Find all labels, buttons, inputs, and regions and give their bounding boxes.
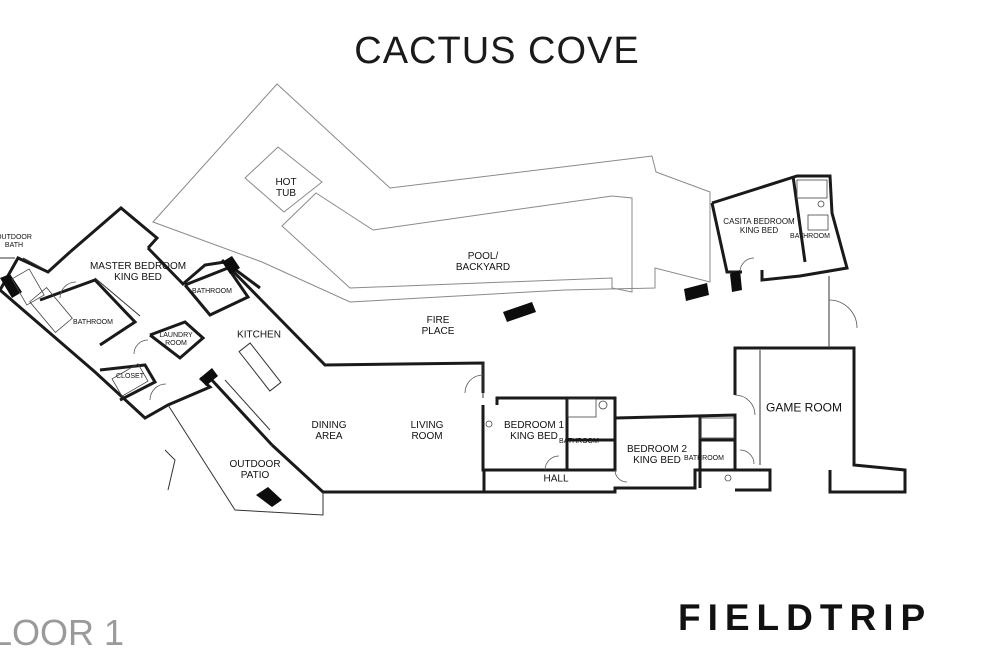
interior-lines <box>0 257 830 516</box>
fixtures <box>11 179 829 482</box>
property-title: CACTUS COVE <box>354 30 640 72</box>
pool-backyard-outline <box>152 83 711 303</box>
room-label-bathroom2: BATHROOM <box>684 455 724 462</box>
room-label-upper-bathroom: BATHROOM <box>192 288 232 295</box>
dark-fixtures <box>0 256 742 507</box>
room-label-pool: POOL/BACKYARD <box>455 251 511 273</box>
room-label-hall: HALL <box>543 473 569 485</box>
room-label-closet: CLOSET <box>115 373 145 380</box>
room-label-bathroom1: BATHROOM <box>559 438 599 445</box>
room-label-outdoor-bath: OUTDOORBATH <box>0 234 32 249</box>
brand-logo: FIELDTRIP <box>678 597 933 638</box>
floor-label: LOOR 1 <box>0 612 125 653</box>
door-swings <box>59 257 858 483</box>
main-walls <box>0 174 907 494</box>
room-label-master-bathroom: BATHROOM <box>73 319 113 326</box>
room-label-game-room: GAME ROOM <box>765 400 843 415</box>
room-label-kitchen: KITCHEN <box>237 329 281 341</box>
room-label-casita-bathroom: BATHROOM <box>790 233 830 240</box>
